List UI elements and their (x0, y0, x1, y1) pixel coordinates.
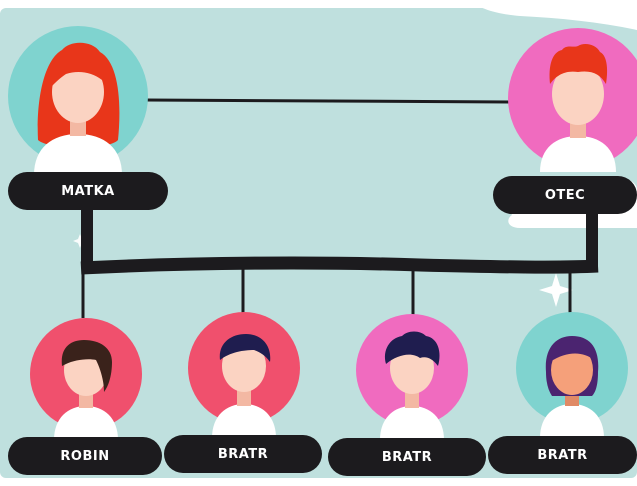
avatar-mother (8, 26, 148, 175)
sparkle-icon (539, 273, 573, 307)
parent-label-father: OTEC (493, 176, 637, 214)
shirt-icon (212, 404, 276, 438)
neck-icon (237, 388, 251, 406)
avatar-father (508, 28, 637, 172)
face-icon (52, 61, 104, 123)
parents-link-line (145, 98, 516, 104)
shirt-icon (54, 406, 118, 440)
hair-icon (61, 340, 112, 392)
sibling-bar-line (80, 256, 599, 275)
child-label-robin: ROBIN (8, 437, 162, 475)
face-icon (551, 345, 593, 395)
sparkle-small-icon (73, 234, 87, 248)
hair-icon (219, 334, 271, 362)
hair-icon (384, 331, 440, 366)
hair-icon (549, 44, 608, 84)
avatar-child-2 (188, 312, 300, 438)
avatar-child-3 (356, 314, 468, 440)
avatar-child-1 (30, 318, 142, 440)
child-label-bratr-2: BRATR (328, 438, 486, 476)
parent-label-mother: MATKA (8, 172, 168, 210)
face-icon (552, 63, 604, 125)
avatar-child-4 (516, 312, 628, 438)
background-panel (0, 8, 637, 478)
shirt-icon (540, 136, 616, 172)
bangs-icon (550, 340, 594, 362)
shirt-icon (380, 406, 444, 440)
top-white-shape (470, 0, 637, 30)
child-label-bratr-3: BRATR (488, 436, 637, 474)
child-label-bratr-1: BRATR (164, 435, 322, 473)
shirt-icon (540, 404, 604, 438)
neck-icon (79, 392, 93, 408)
shirt-icon (34, 134, 122, 175)
bangs-icon (52, 57, 102, 86)
neck-icon (405, 390, 419, 408)
